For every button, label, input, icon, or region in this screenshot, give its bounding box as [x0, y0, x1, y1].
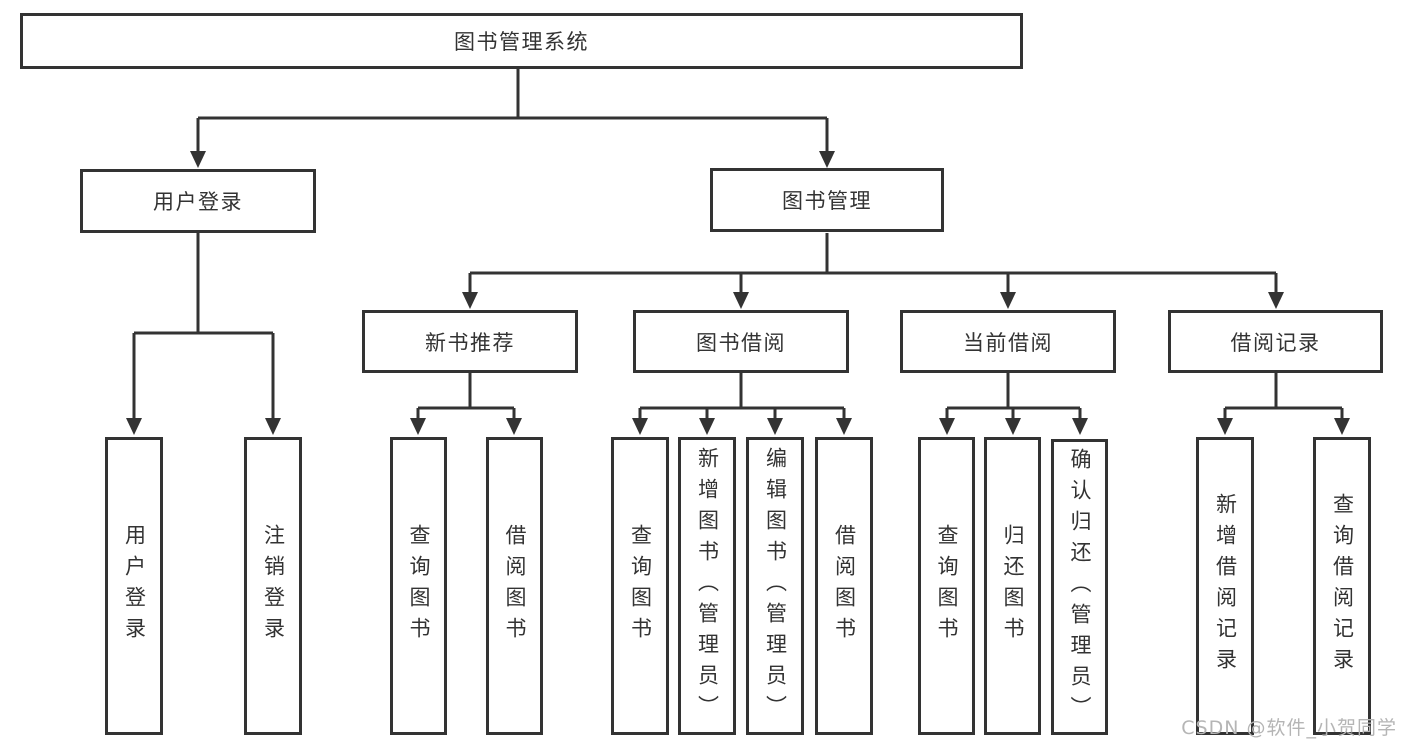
node-new-book-recommendation: 新书推荐: [362, 310, 578, 373]
node-leaf-user-login: 用户登录: [105, 437, 163, 735]
node-book-borrowing: 图书借阅: [633, 310, 849, 373]
node-leaf-query-borrow-record: 查询借阅记录: [1313, 437, 1371, 735]
node-leaf-return-books: 归还图书: [984, 437, 1041, 735]
node-leaf-borrow-books: 借阅图书: [815, 437, 873, 735]
csdn-watermark: CSDN @软件_小贺同学: [1181, 717, 1397, 739]
node-leaf-add-borrow-record: 新增借阅记录: [1196, 437, 1254, 735]
node-book-management: 图书管理: [710, 168, 944, 232]
node-leaf-query-books-recommend: 查询图书: [390, 437, 447, 735]
node-leaf-query-books-borrow: 查询图书: [611, 437, 669, 735]
node-leaf-logout: 注销登录: [244, 437, 302, 735]
node-leaf-confirm-return-admin: 确认归还（管理员）: [1051, 439, 1108, 735]
node-user-login: 用户登录: [80, 169, 316, 233]
node-borrowing-records: 借阅记录: [1168, 310, 1383, 373]
node-leaf-borrow-books-recommend: 借阅图书: [486, 437, 543, 735]
node-library-management-system: 图书管理系统: [20, 13, 1023, 69]
node-current-borrowing: 当前借阅: [900, 310, 1116, 373]
node-leaf-add-books-admin: 新增图书（管理员）: [678, 437, 736, 735]
node-leaf-query-books-current: 查询图书: [918, 437, 975, 735]
node-leaf-edit-books-admin: 编辑图书（管理员）: [746, 437, 804, 735]
